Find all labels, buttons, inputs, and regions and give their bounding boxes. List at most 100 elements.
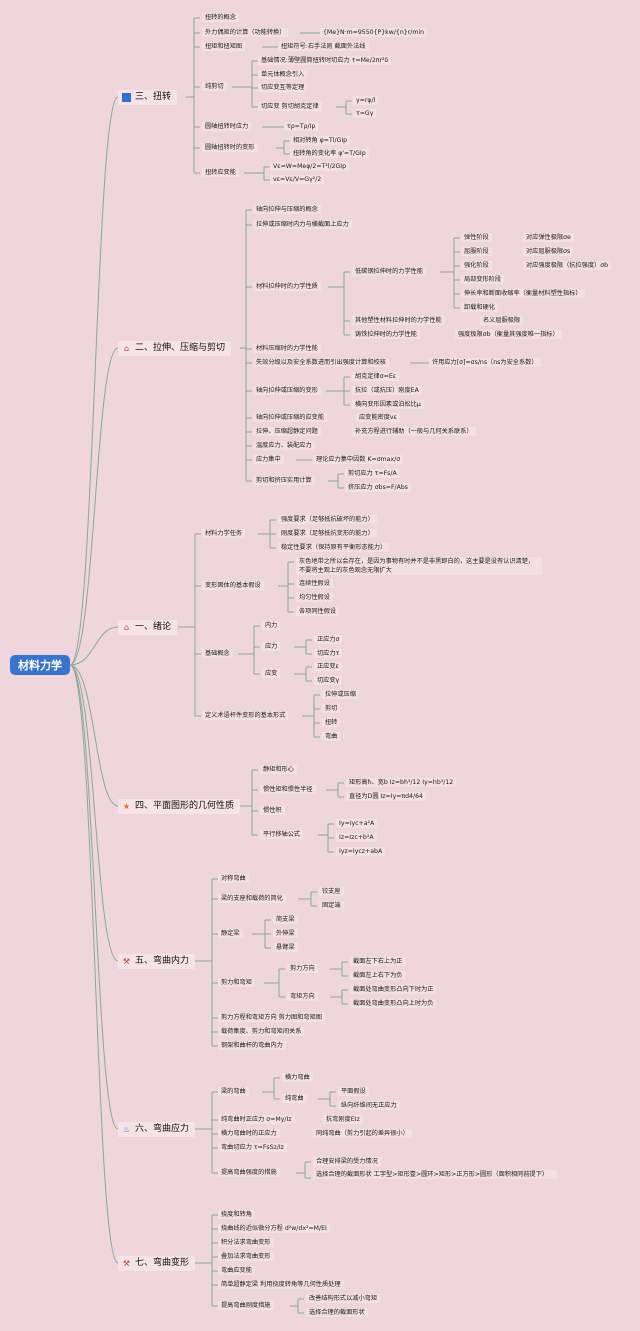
node[interactable]: 纯弯曲 (282, 1094, 307, 1103)
node[interactable]: 截面处弯曲变形凸向上时为负 (350, 999, 437, 1008)
node[interactable]: 直径为D圆 Iz=Iy=πd4/64 (346, 792, 426, 801)
node[interactable]: 补充方程进行辅助（一般与几何关系联系） (352, 427, 476, 436)
node[interactable]: 截面处弯曲变形凸向下时为正 (350, 985, 437, 994)
node[interactable]: 材料压缩时的力学性能 (253, 344, 321, 353)
node[interactable]: 对应屈服极限σs (523, 247, 574, 256)
node[interactable]: Vε=W=Meφ/2=T²l/2GIp (270, 162, 350, 171)
node[interactable]: 其他塑性材料拉伸时的力学性能 (352, 316, 445, 325)
node[interactable]: 惯性矩和惯性半径 (260, 785, 316, 794)
node[interactable]: 纯剪切 (202, 82, 227, 91)
node[interactable]: 材料拉伸时的力学性质 (253, 282, 321, 291)
node[interactable]: 弯曲切应力 τ=FsSz/Iz (218, 1143, 287, 1152)
node[interactable]: 相对转角 φ=Tl/GIp (290, 136, 351, 145)
node[interactable]: 选择合理的截面形状 工字型>矩形壹>圆环>矩形>正方形>圆形（面积相同前提下） (313, 1170, 557, 1179)
section-bending-stress[interactable]: ♨六、弯曲应力 (118, 1122, 196, 1137)
node[interactable]: 低碳钢拉伸时的力学性能 (352, 267, 427, 276)
node[interactable]: 平行移轴公式 (260, 830, 304, 839)
node[interactable]: 剪切应力 τ=Fs/A (345, 469, 400, 478)
node[interactable]: 静矩和形心 (260, 765, 297, 774)
node[interactable]: 矩形高h、宽b Iz=bh³/12 Iy=hb³/12 (346, 778, 457, 787)
node[interactable]: 温度应力、装配应力 (253, 441, 315, 450)
node[interactable]: 切应变γ (314, 676, 343, 685)
node[interactable]: 挤压应力 σbs=F/Abs (345, 483, 412, 492)
node[interactable]: 轴向拉伸或压缩的变形 (253, 386, 321, 395)
node[interactable]: 弯曲 (322, 732, 341, 741)
node[interactable]: 挠曲线的近似微分方程 d²w/dx²=M/EI (218, 1224, 330, 1233)
node[interactable]: 同纯弯曲（剪力引起的差异很小） (313, 1129, 412, 1138)
node[interactable]: 材料力学任务 (202, 529, 246, 538)
node[interactable]: 叠加法求弯曲变形 (218, 1252, 274, 1261)
node[interactable]: 扭转 (322, 718, 341, 727)
node[interactable]: 应力集中 (253, 455, 284, 464)
node[interactable]: 弯曲应变能 (218, 1266, 255, 1275)
node[interactable]: 应力 (262, 642, 281, 651)
node[interactable]: 横向变形因素或泊松比μ (352, 400, 424, 409)
node[interactable]: 切应变互等定理 (258, 83, 308, 92)
node[interactable]: 抗弯刚度EIz (323, 1115, 363, 1124)
section-geometry[interactable]: ★四、平面图形的几何性质 (118, 799, 241, 814)
node[interactable]: 灰色地带之所以会存在，是因为事物有时并不是非黑即白的，这主要是没有认识清楚，不要… (296, 557, 542, 575)
section-tension[interactable]: ⌂二、拉伸、压缩与剪切 (118, 341, 232, 356)
node[interactable]: 剪力方向 (287, 964, 318, 973)
root-node[interactable]: 材料力学 (10, 655, 70, 675)
node[interactable]: 基础情况:薄壁圆筒扭转时切应力 τ=Me/2πr²δ (258, 56, 392, 65)
node[interactable]: 固定端 (319, 901, 344, 910)
node[interactable]: 切应力τ (314, 649, 343, 658)
node[interactable]: 拉伸或压缩时内力与横截面上应力 (253, 220, 352, 229)
node[interactable]: 剪切 (322, 704, 341, 713)
node[interactable]: 应变 (262, 669, 281, 678)
node[interactable]: 拉伸或压缩 (322, 690, 359, 699)
node[interactable]: τρ=Tρ/Ip (284, 122, 319, 131)
node[interactable]: 载荷集度、剪力和弯矩间关系 (218, 1027, 305, 1036)
node[interactable]: 扭转的概念 (202, 13, 239, 22)
node[interactable]: Iz=Izc+b²A (336, 833, 377, 842)
node[interactable]: 剪力方程和弯矩方向 剪力图和弯矩图 (218, 1013, 325, 1022)
node[interactable]: 强化阶段 (461, 261, 492, 270)
node[interactable]: Iyz=Iycz+abA (336, 847, 386, 856)
node[interactable]: 积分法求弯曲变形 (218, 1238, 274, 1247)
node[interactable]: 梁的支座和载荷的简化 (218, 894, 286, 903)
node[interactable]: 连续性假设 (296, 579, 333, 588)
node[interactable]: 内力 (262, 621, 281, 630)
node[interactable]: 扭矩和扭矩图 (202, 42, 246, 51)
node[interactable]: 截面左下右上为正 (350, 957, 406, 966)
node[interactable]: 抗拉（或抗压）刚度EA (352, 386, 422, 395)
node[interactable]: 失效分级以及安全系数进而引出强度计算和校核 (253, 358, 389, 367)
node[interactable]: vε=Vε/V=Gγ²/2 (270, 175, 325, 184)
node[interactable]: 外力偶矩的计算（功能转换） (202, 28, 289, 37)
node[interactable]: 理论应力集中因数 K=σmax/σ (313, 455, 404, 464)
node[interactable]: 卸载和硬化 (461, 303, 498, 312)
node[interactable]: 变形固体的基本假设 (202, 581, 264, 590)
section-bending-force[interactable]: ⚒五、弯曲内力 (118, 954, 196, 969)
node[interactable]: 应变能密度vε (356, 413, 400, 422)
node[interactable]: 定义术语杆件变形的基本形式 (202, 711, 289, 720)
node[interactable]: 各项同性假设 (296, 607, 340, 616)
node[interactable]: 简支梁 (273, 915, 298, 924)
node[interactable]: 外伸梁 (273, 929, 298, 938)
node[interactable]: 胡克定律σ=Eε (352, 372, 400, 381)
node[interactable]: 合理安排梁的受力情况 (313, 1157, 381, 1166)
node[interactable]: 纵向纤维间无正应力 (338, 1101, 400, 1110)
node[interactable]: 轴向拉伸或压缩的应变能 (253, 413, 328, 422)
node[interactable]: 剪力和弯矩 (218, 978, 255, 987)
node[interactable]: 提高弯曲刚度措施 (218, 1301, 274, 1310)
node[interactable]: 圆轴扭转时应力 (202, 122, 252, 131)
node[interactable]: 圆轴扭转时的变形 (202, 143, 258, 152)
node[interactable]: 对称弯曲 (218, 874, 249, 883)
node[interactable]: 挠度和转角 (218, 1210, 255, 1219)
node[interactable]: 稳定性要求（保持原有平衡形态能力） (278, 543, 390, 552)
node[interactable]: 选择合理的截面形状 (306, 1308, 368, 1317)
node[interactable]: 横力弯曲时的正应力 (218, 1129, 280, 1138)
node[interactable]: 正应变ε (314, 662, 342, 671)
node[interactable]: 截面左上右下为负 (350, 971, 406, 980)
node[interactable]: 正应力σ (314, 635, 343, 644)
node[interactable]: 扭转角的变化率 φ'=T/GIp (290, 149, 369, 158)
node[interactable]: 扭矩符号:右手法则 截面外法线 (278, 42, 369, 51)
node[interactable]: 轴向拉伸与压缩的概念 (253, 205, 321, 214)
node[interactable]: 扭转应变能 (202, 168, 239, 177)
node[interactable]: 切应变 剪切胡克定律 (258, 102, 322, 111)
node[interactable]: 钢架和曲杆的弯曲内力 (218, 1041, 286, 1050)
node[interactable]: 许用应力[σ]=σs/ns（ns为安全系数） (429, 358, 541, 367)
node[interactable]: 提高弯曲强度的措施 (218, 1168, 280, 1177)
node[interactable]: 弹性阶段 (461, 233, 492, 242)
